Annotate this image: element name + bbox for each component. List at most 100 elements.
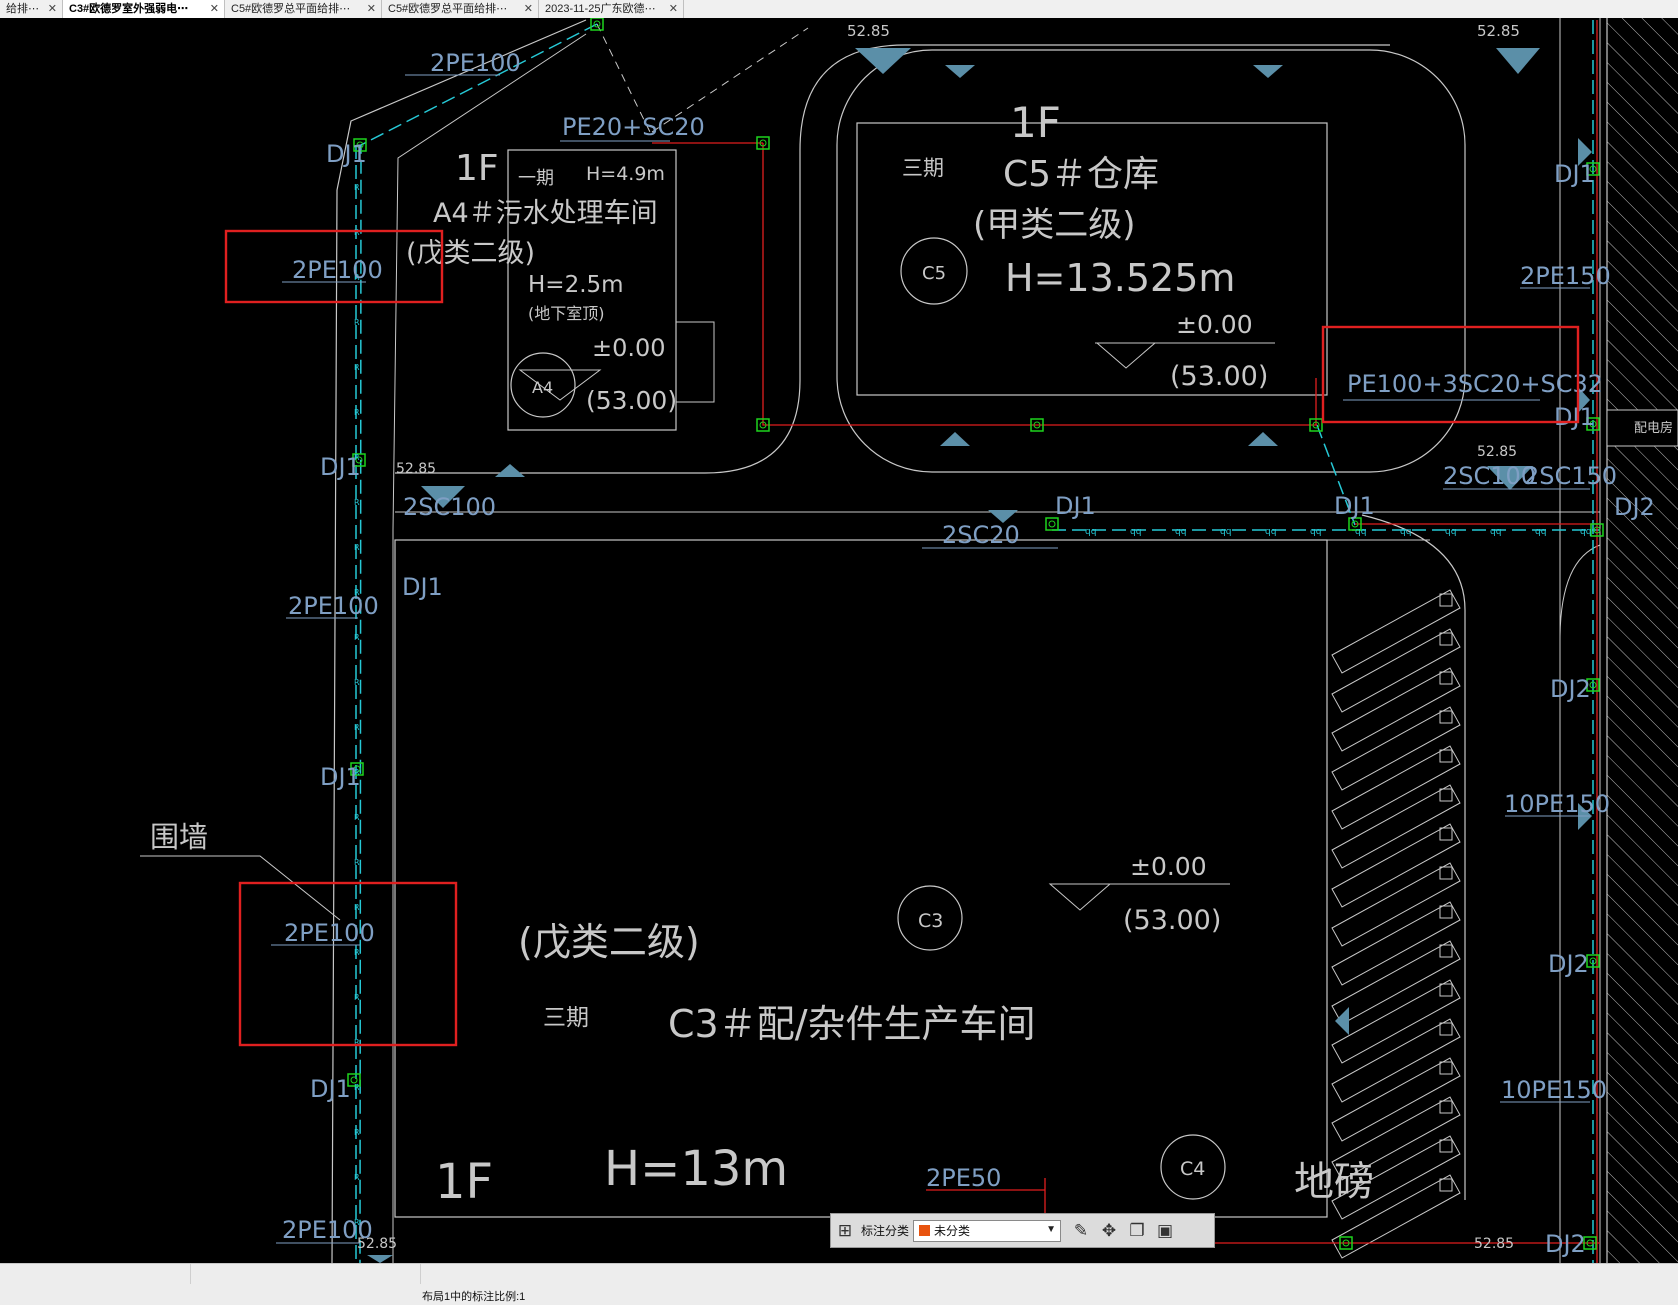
parking-stall: [1331, 1135, 1461, 1220]
document-tab[interactable]: C5#欧德罗总平面给排⋯✕: [382, 0, 539, 18]
building-c5[interactable]: [856, 122, 1328, 396]
building-a4[interactable]: [507, 149, 715, 431]
pipe-label-pe20-sc20[interactable]: PE20+SC20: [562, 113, 705, 141]
pipe-label-pe100-mid[interactable]: 2PE100: [288, 592, 379, 620]
svg-text:qq: qq: [1355, 527, 1366, 537]
well-label-dj2: DJ2: [1548, 950, 1589, 978]
manhole-node[interactable]: [756, 136, 770, 150]
a4-phase: 一期: [518, 168, 554, 189]
manhole-node[interactable]: [1348, 517, 1362, 531]
manhole-node[interactable]: [347, 1073, 361, 1087]
document-tab[interactable]: 2023-11-25广东欧德⋯✕: [539, 0, 684, 18]
manhole-node[interactable]: [756, 418, 770, 432]
close-icon[interactable]: ✕: [366, 3, 376, 15]
close-icon[interactable]: ✕: [523, 3, 533, 15]
highlight-box[interactable]: [238, 881, 458, 1047]
manhole-node[interactable]: [1030, 418, 1044, 432]
pipe-label-sc100-left[interactable]: 2SC100: [403, 493, 496, 521]
parking-stall: [1331, 862, 1461, 947]
svg-text:R: R: [354, 723, 360, 732]
manhole-node[interactable]: [352, 453, 366, 467]
parking-stall: [1331, 979, 1461, 1064]
move-icon[interactable]: ✥: [1101, 1220, 1117, 1240]
close-icon[interactable]: ✕: [209, 3, 219, 15]
svg-text:R: R: [354, 813, 360, 822]
pipe-label-pe100-top[interactable]: 2PE100: [430, 49, 521, 77]
pipe-label-pe150-10b[interactable]: 10PE150: [1501, 1076, 1607, 1104]
manhole-node[interactable]: [1309, 418, 1323, 432]
manhole-node[interactable]: [1586, 954, 1600, 968]
document-tab[interactable]: 给排⋯✕: [0, 0, 63, 18]
c5-tag-circle: [900, 237, 968, 305]
pipe-label-pe100-bottom[interactable]: 2PE100: [282, 1216, 373, 1244]
annotation-category-select[interactable]: 未分类 ▼: [913, 1219, 1062, 1242]
svg-text:qq: qq: [1175, 527, 1186, 537]
hatched-boundary-area: [1607, 18, 1678, 1263]
well-label-dj2: DJ2: [1550, 675, 1591, 703]
manhole-node[interactable]: [353, 138, 367, 152]
c5-class: (甲类二级): [973, 205, 1136, 245]
highlight-box[interactable]: [1321, 325, 1580, 424]
well-label-dj2: DJ2: [1614, 493, 1655, 521]
direction-markers: [367, 48, 1592, 1263]
pipe-label-pe100-combo[interactable]: PE100+3SC20+SC32: [1347, 370, 1603, 398]
svg-text:R: R: [354, 498, 360, 507]
manhole-node[interactable]: [350, 762, 364, 776]
c3-phase: 三期: [543, 1005, 589, 1031]
pipe-label-sc100-right[interactable]: 2SC100: [1443, 462, 1536, 490]
svg-text:R: R: [354, 1038, 360, 1047]
a4-level-abs: (53.00): [586, 386, 677, 415]
pipe-label-pe150-right[interactable]: 2PE150: [1520, 262, 1611, 290]
well-label-dj1: DJ1: [310, 1075, 351, 1103]
manhole-node[interactable]: [1583, 1236, 1597, 1250]
svg-text:qq: qq: [1220, 527, 1231, 537]
pipe-label-sc150-right[interactable]: 2SC150: [1524, 462, 1617, 490]
a4-tag: A4: [532, 378, 553, 397]
manhole-node[interactable]: [1339, 1236, 1353, 1250]
parking-stall: [1331, 1174, 1461, 1259]
document-tab[interactable]: C5#欧德罗总平面给排⋯✕: [225, 0, 382, 18]
manhole-node[interactable]: [1586, 417, 1600, 431]
pipe-label-pe100-box1[interactable]: 2PE100: [292, 256, 383, 284]
manhole-node[interactable]: [1045, 517, 1059, 531]
pipe-label-pe100-box2[interactable]: 2PE100: [284, 919, 375, 947]
svg-text:R: R: [354, 363, 360, 372]
close-icon[interactable]: ✕: [668, 3, 678, 15]
close-icon[interactable]: ✕: [47, 3, 57, 15]
document-tab-bar: 给排⋯✕C3#欧德罗室外强弱电⋯✕C5#欧德罗总平面给排⋯✕C5#欧德罗总平面给…: [0, 0, 1678, 19]
wall-label-leader: [140, 855, 341, 921]
manhole-node[interactable]: [1586, 678, 1600, 692]
a4-tag-circle: [510, 352, 576, 418]
svg-text:qq: qq: [1265, 527, 1276, 537]
highlight-box[interactable]: [224, 229, 444, 304]
svg-text:qq: qq: [1130, 527, 1141, 537]
c3-floor: 1F: [435, 1154, 493, 1210]
pipe-label-pe150-10a[interactable]: 10PE150: [1504, 790, 1610, 818]
svg-text:qq: qq: [1580, 527, 1591, 537]
substation-label: 配电房: [1634, 420, 1673, 436]
edit-icon[interactable]: ✎: [1073, 1220, 1089, 1240]
pipe-label-pe50[interactable]: 2PE50: [926, 1164, 1001, 1192]
pipe-label-sc20[interactable]: 2SC20: [942, 521, 1020, 549]
elevation-mid-right: 52.85: [1477, 444, 1517, 460]
paste-icon[interactable]: ▣: [1156, 1220, 1174, 1240]
svg-text:qq: qq: [1535, 527, 1546, 537]
grid-apps-icon[interactable]: ⊞: [837, 1220, 853, 1240]
copy-icon[interactable]: ❐: [1129, 1220, 1145, 1240]
elevation-mid-left: 52.85: [396, 461, 436, 477]
manhole-node[interactable]: [1586, 162, 1600, 176]
c3-level: ±0.00: [1130, 852, 1207, 881]
manhole-node[interactable]: [590, 18, 604, 31]
c4-tag: C4: [1180, 1158, 1205, 1180]
document-tab[interactable]: C3#欧德罗室外强弱电⋯✕: [63, 0, 225, 18]
parking-stalls: [1331, 589, 1461, 1259]
highlight-boxes[interactable]: [224, 229, 1580, 1047]
parking-stall: [1331, 706, 1461, 791]
parking-stall: [1331, 1018, 1461, 1103]
parking-stall: [1331, 589, 1461, 674]
c3-level-abs: (53.00): [1123, 905, 1221, 936]
svg-text:R: R: [354, 183, 360, 192]
manhole-node[interactable]: [1590, 523, 1604, 537]
